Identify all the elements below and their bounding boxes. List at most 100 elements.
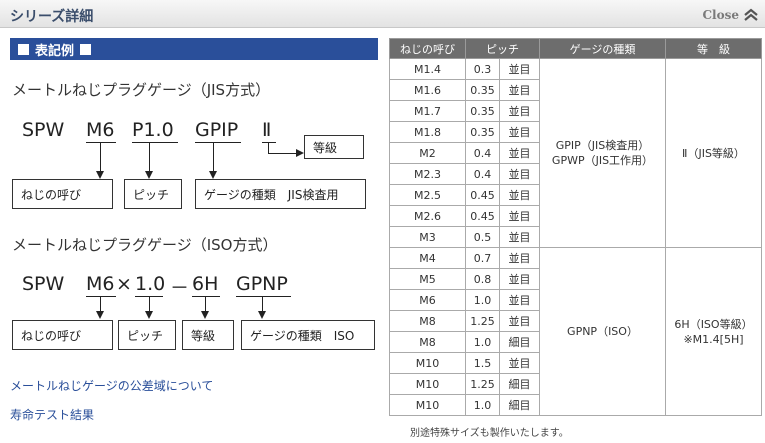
jis-pitch-box: ピッチ <box>124 179 182 209</box>
cell-pitch: 1.0 <box>465 289 500 311</box>
cell-pitch-class: 細目 <box>499 331 540 353</box>
cell-pitch-class: 並目 <box>499 226 540 248</box>
jis-code-pitch: P1.0 <box>132 119 174 141</box>
underline <box>195 142 241 143</box>
window-title: シリーズ詳細 <box>10 9 94 25</box>
square-icon <box>18 43 29 55</box>
cell-pitch: 0.3 <box>465 58 500 80</box>
connector-line <box>262 296 263 312</box>
cell-pitch: 0.35 <box>465 79 500 101</box>
cell-pitch: 0.4 <box>465 142 500 164</box>
cell-pitch-class: 並目 <box>499 100 540 122</box>
chevron-up-double-icon <box>743 8 759 22</box>
square-icon <box>80 43 92 55</box>
cell-pitch: 1.25 <box>465 373 500 395</box>
jis-type-line: GPWP（JIS工作用） <box>551 154 654 167</box>
life-test-results-link[interactable]: 寿命テスト結果 <box>10 408 95 422</box>
cell-pitch-class: 並目 <box>499 205 540 227</box>
cell-jis-grade: Ⅱ（JIS等級） <box>665 58 762 248</box>
cell-iso-gauge-type: GPNP（ISO） <box>539 247 666 416</box>
cell-pitch: 0.35 <box>465 100 500 122</box>
iso-grade-line: ※M1.4[5H] <box>683 332 744 346</box>
cell-pitch-class: 並目 <box>499 352 540 374</box>
cell-size: M5 <box>389 268 466 290</box>
cell-size: M1.4 <box>389 58 466 80</box>
cell-pitch-class: 並目 <box>499 310 540 332</box>
jis-type-box: ゲージの種類 JIS検査用 <box>195 179 366 209</box>
iso-code-grade: 6H <box>192 273 219 295</box>
connector-line <box>268 142 269 153</box>
header-pitch: ピッチ <box>465 38 540 59</box>
connector-line <box>149 296 150 312</box>
arrow-down-icon <box>96 311 104 319</box>
close-button[interactable]: Close <box>702 8 759 22</box>
cell-iso-grade: 6H（ISO等級）※M1.4[5H] <box>665 247 762 416</box>
cell-pitch-class: 並目 <box>499 268 540 290</box>
cell-pitch: 0.4 <box>465 163 500 185</box>
connector-line <box>268 153 296 154</box>
iso-subtitle: メートルねじプラグゲージ（ISO方式） <box>12 236 278 254</box>
cell-pitch: 0.7 <box>465 247 500 269</box>
cell-size: M4 <box>389 247 466 269</box>
iso-code-times: × <box>116 273 132 295</box>
cell-pitch: 0.45 <box>465 205 500 227</box>
special-size-note: 別途特殊サイズも製作いたします。 <box>410 428 569 439</box>
cell-pitch-class: 並目 <box>499 58 540 80</box>
cell-pitch-class: 並目 <box>499 289 540 311</box>
underline <box>236 296 291 297</box>
connector-line <box>205 296 206 312</box>
iso-code-type: GPNP <box>236 273 288 295</box>
arrow-right-icon <box>296 149 304 157</box>
underline <box>86 142 116 143</box>
cell-pitch-class: 並目 <box>499 184 540 206</box>
cell-size: M10 <box>389 352 466 374</box>
legend-header: 表記例 <box>10 38 378 60</box>
header-grade: 等 級 <box>665 38 762 59</box>
table-header-row: ねじの呼び ピッチ ゲージの種類 等 級 <box>389 38 762 59</box>
connector-line <box>100 296 101 312</box>
cell-pitch: 1.5 <box>465 352 500 374</box>
jis-code-type: GPIP <box>195 119 239 141</box>
title-bar: シリーズ詳細 Close <box>0 0 765 28</box>
cell-pitch: 0.5 <box>465 226 500 248</box>
cell-size: M3 <box>389 226 466 248</box>
connector-line <box>100 142 101 172</box>
tolerance-zone-link[interactable]: メートルねじゲージの公差域について <box>10 379 214 393</box>
iso-code-pitch: 1.0 <box>135 273 166 295</box>
cell-size: M10 <box>389 394 466 416</box>
underline <box>262 142 276 143</box>
iso-grade-line: 6H（ISO等級） <box>674 317 753 331</box>
cell-pitch: 1.25 <box>465 310 500 332</box>
cell-size: M2.6 <box>389 205 466 227</box>
cell-pitch-class: 細目 <box>499 373 540 395</box>
iso-code-dash: － <box>170 277 190 299</box>
connector-line <box>149 142 150 172</box>
cell-size: M6 <box>389 289 466 311</box>
arrow-down-icon <box>209 171 217 179</box>
cell-size: M8 <box>389 310 466 332</box>
underline <box>86 296 116 297</box>
iso-size-box: ねじの呼び <box>12 320 113 350</box>
underline <box>192 296 220 297</box>
jis-grade-box: 等級 <box>304 135 364 159</box>
cell-size: M1.7 <box>389 100 466 122</box>
iso-code-series: SPW <box>22 273 65 295</box>
jis-type-line: GPIP（JIS検査用） <box>555 139 650 152</box>
underline <box>132 142 178 143</box>
cell-pitch-class: 並目 <box>499 163 540 185</box>
close-label: Close <box>702 8 739 22</box>
jis-subtitle: メートルねじプラグゲージ（JIS方式） <box>12 81 271 99</box>
